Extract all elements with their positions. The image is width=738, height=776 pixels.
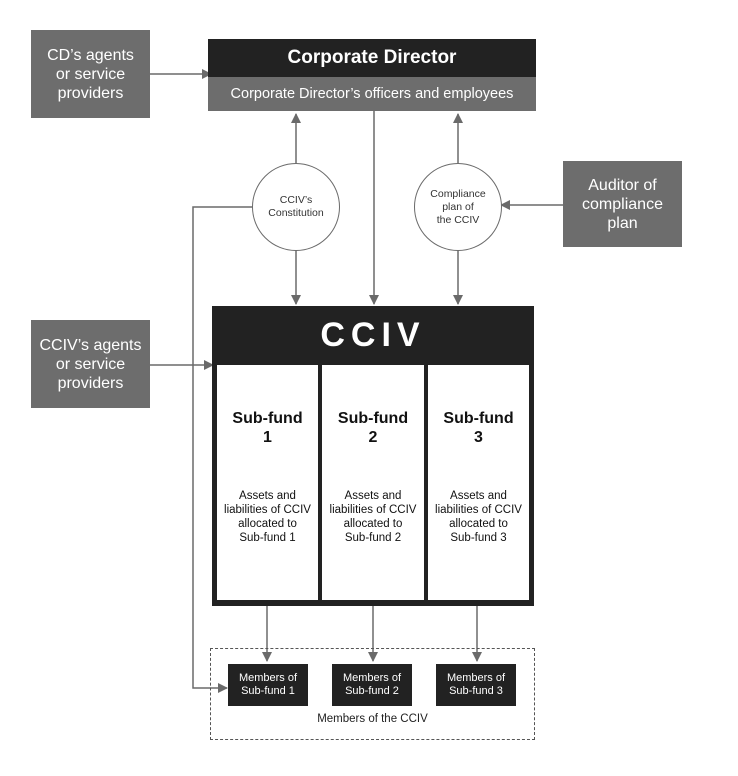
cciv-box: CCIV Sub-fund 1 Assets and liabilities o… bbox=[212, 306, 534, 606]
compliance-plan-label: Compliance plan of the CCIV bbox=[430, 187, 486, 226]
subfund-3: Sub-fund 3 Assets and liabilities of CCI… bbox=[428, 365, 529, 600]
subfund-2: Sub-fund 2 Assets and liabilities of CCI… bbox=[322, 365, 424, 600]
members-subfund-2-label: Members of Sub-fund 2 bbox=[342, 672, 402, 697]
subfund-2-title: Sub-fund 2 bbox=[337, 410, 409, 446]
corporate-director-title: Corporate Director bbox=[287, 47, 457, 68]
cciv-title: CCIV bbox=[320, 316, 426, 354]
subfund-1-title: Sub-fund 1 bbox=[232, 410, 303, 446]
cd-agents-label: CD’s agents or service providers bbox=[47, 46, 134, 102]
members-caption: Members of the CCIV bbox=[317, 713, 428, 725]
corporate-director-box: Corporate Director Corporate Director’s … bbox=[208, 39, 536, 111]
members-subfund-1-label: Members of Sub-fund 1 bbox=[238, 672, 298, 697]
auditor-label: Auditor of compliance plan bbox=[582, 176, 663, 232]
cciv-agents-box: CCIV’s agents or service providers bbox=[31, 320, 150, 408]
subfund-1-description: Assets and liabilities of CCIV allocated… bbox=[224, 490, 311, 544]
members-container: Members of Sub-fund 1 Members of Sub-fun… bbox=[210, 648, 535, 740]
members-subfund-3: Members of Sub-fund 3 bbox=[436, 664, 516, 706]
members-subfund-3-label: Members of Sub-fund 3 bbox=[446, 672, 506, 697]
constitution-circle: CCIV’s Constitution bbox=[252, 163, 340, 251]
cd-agents-box: CD’s agents or service providers bbox=[31, 30, 150, 118]
compliance-plan-circle: Compliance plan of the CCIV bbox=[414, 163, 502, 251]
cciv-agents-label: CCIV’s agents or service providers bbox=[39, 336, 142, 392]
members-subfund-2: Members of Sub-fund 2 bbox=[332, 664, 412, 706]
constitution-label: CCIV’s Constitution bbox=[268, 194, 324, 219]
subfund-1: Sub-fund 1 Assets and liabilities of CCI… bbox=[217, 365, 318, 600]
subfund-3-title: Sub-fund 3 bbox=[443, 410, 514, 446]
subfund-2-description: Assets and liabilities of CCIV allocated… bbox=[329, 490, 417, 544]
corporate-director-subtitle: Corporate Director’s officers and employ… bbox=[208, 77, 536, 111]
subfund-3-description: Assets and liabilities of CCIV allocated… bbox=[435, 490, 522, 544]
members-subfund-1: Members of Sub-fund 1 bbox=[228, 664, 308, 706]
auditor-box: Auditor of compliance plan bbox=[563, 161, 682, 247]
